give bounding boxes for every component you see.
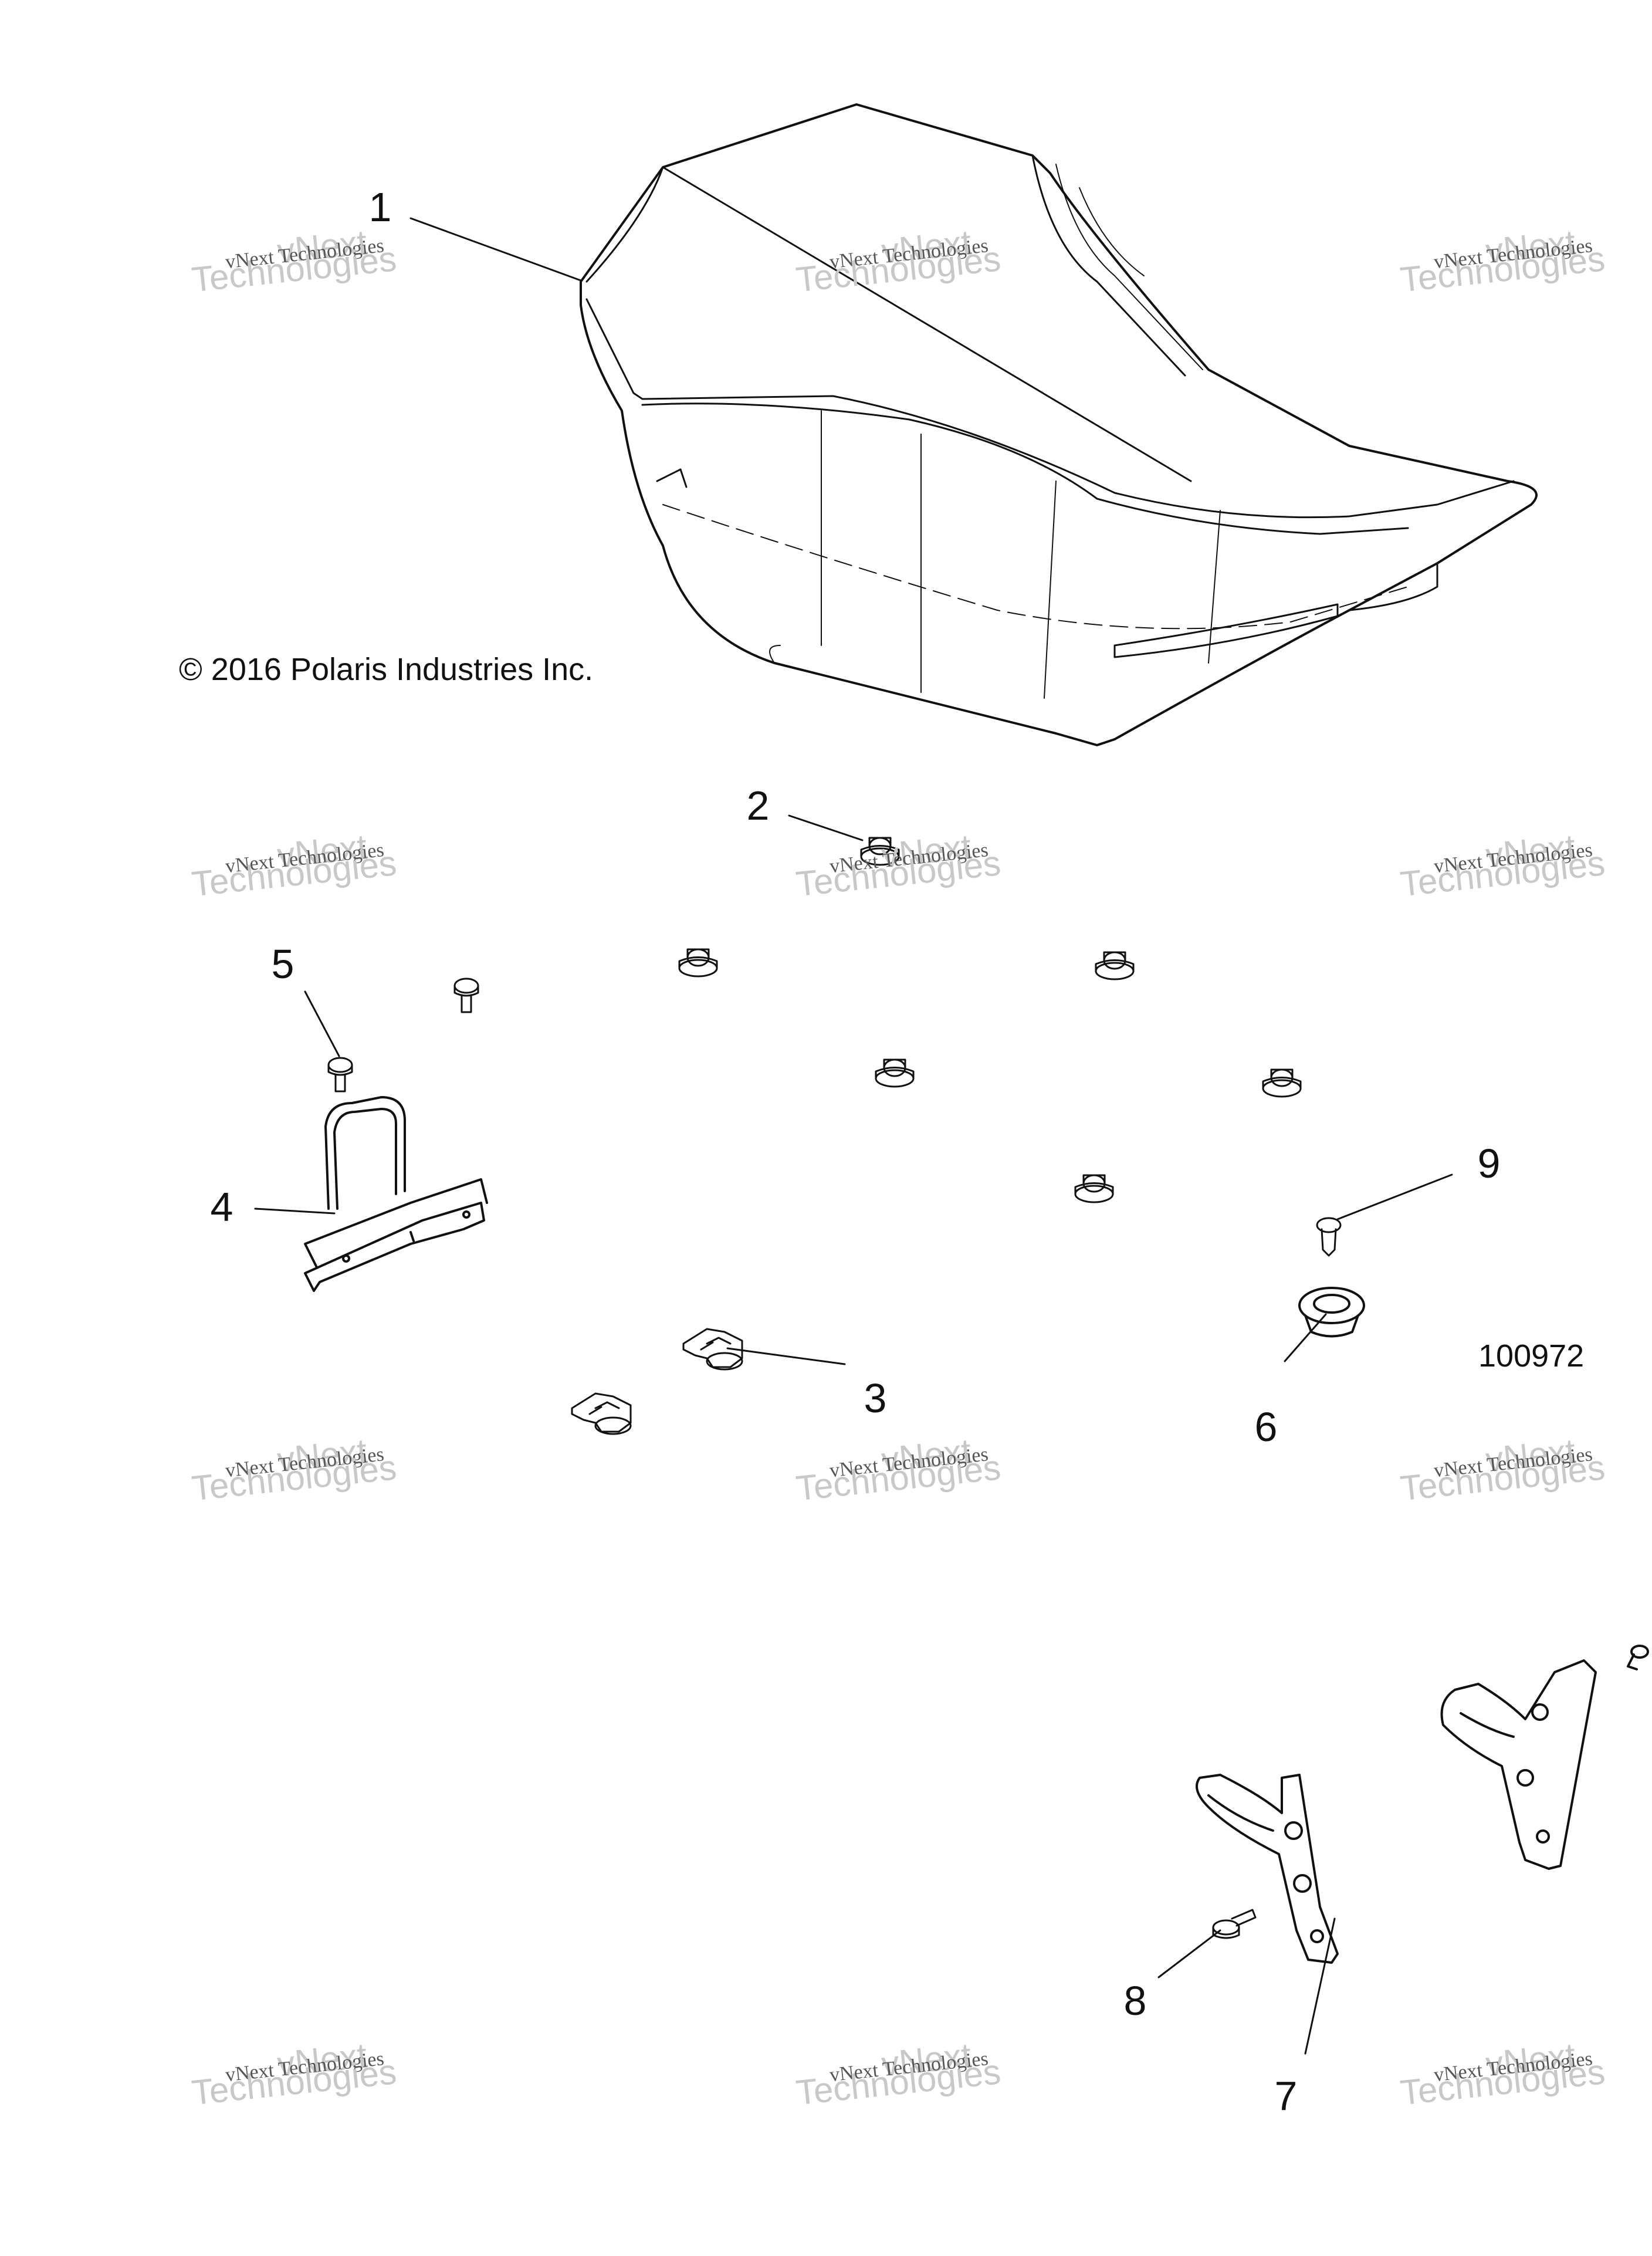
clip-part	[571, 1328, 743, 1435]
callout-9: 9	[1477, 1141, 1501, 1186]
callout-6: 6	[1254, 1404, 1278, 1450]
callout-3: 3	[864, 1375, 887, 1421]
bracket-part	[304, 1096, 488, 1292]
callout-8: 8	[1123, 1978, 1147, 2024]
push-rivet-part	[1316, 1217, 1342, 1257]
nut-part	[678, 837, 1302, 1203]
callout-4: 4	[210, 1184, 233, 1230]
grommet-part	[1298, 1287, 1365, 1338]
callout-7: 7	[1274, 2073, 1298, 2119]
hinge-bracket-part	[1196, 1645, 1649, 1964]
callout-1: 1	[368, 184, 392, 230]
leader-lines	[254, 217, 1453, 2055]
callout-5: 5	[271, 941, 294, 987]
callout-2: 2	[746, 783, 770, 828]
seat-part	[580, 103, 1538, 746]
copyright-text: © 2016 Polaris Industries Inc.	[179, 652, 594, 687]
hinge-screw-part	[1212, 1909, 1257, 1939]
screw-part	[327, 978, 479, 1093]
drawing-number: 100972	[1478, 1338, 1585, 1374]
